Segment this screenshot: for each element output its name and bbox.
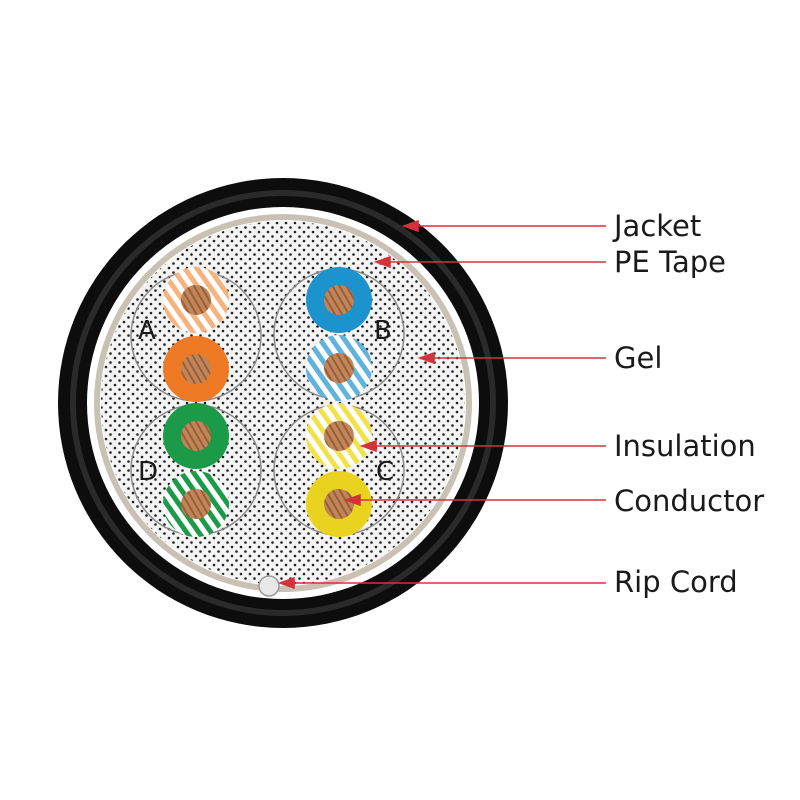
pair-label-c: C	[376, 457, 394, 487]
jacket-highlight	[70, 190, 496, 616]
label-conductor: Conductor	[614, 484, 764, 518]
gel-filling	[101, 221, 465, 585]
wire-green	[163, 403, 229, 469]
wire-blue	[306, 267, 372, 333]
pair-label-a: A	[138, 316, 156, 346]
leader-arrow-pe-tape	[373, 255, 391, 269]
pair-label-b: B	[374, 316, 392, 346]
wire-yellow	[306, 471, 372, 537]
leader-lines	[277, 219, 606, 590]
leader-arrow-insulation	[359, 439, 377, 453]
leader-arrow-jacket	[401, 219, 419, 233]
pair-label-d: D	[138, 457, 158, 487]
rip-cord	[258, 575, 280, 597]
wire-blue-white	[306, 335, 372, 401]
wire-orange-white	[163, 267, 229, 333]
leader-arrow-gel	[417, 351, 435, 365]
pe-tape-ring	[94, 214, 472, 592]
label-gel: Gel	[614, 341, 662, 375]
wire-orange	[163, 336, 229, 402]
wire-yellow-white	[306, 403, 372, 469]
label-insulation: Insulation	[614, 429, 756, 463]
label-rip-cord: Rip Cord	[614, 565, 738, 599]
label-jacket: Jacket	[612, 209, 701, 243]
label-pe-tape: PE Tape	[614, 245, 726, 279]
wire-green-white	[163, 471, 229, 537]
leader-arrow-rip-cord	[277, 576, 295, 590]
leader-arrow-conductor	[343, 493, 361, 507]
